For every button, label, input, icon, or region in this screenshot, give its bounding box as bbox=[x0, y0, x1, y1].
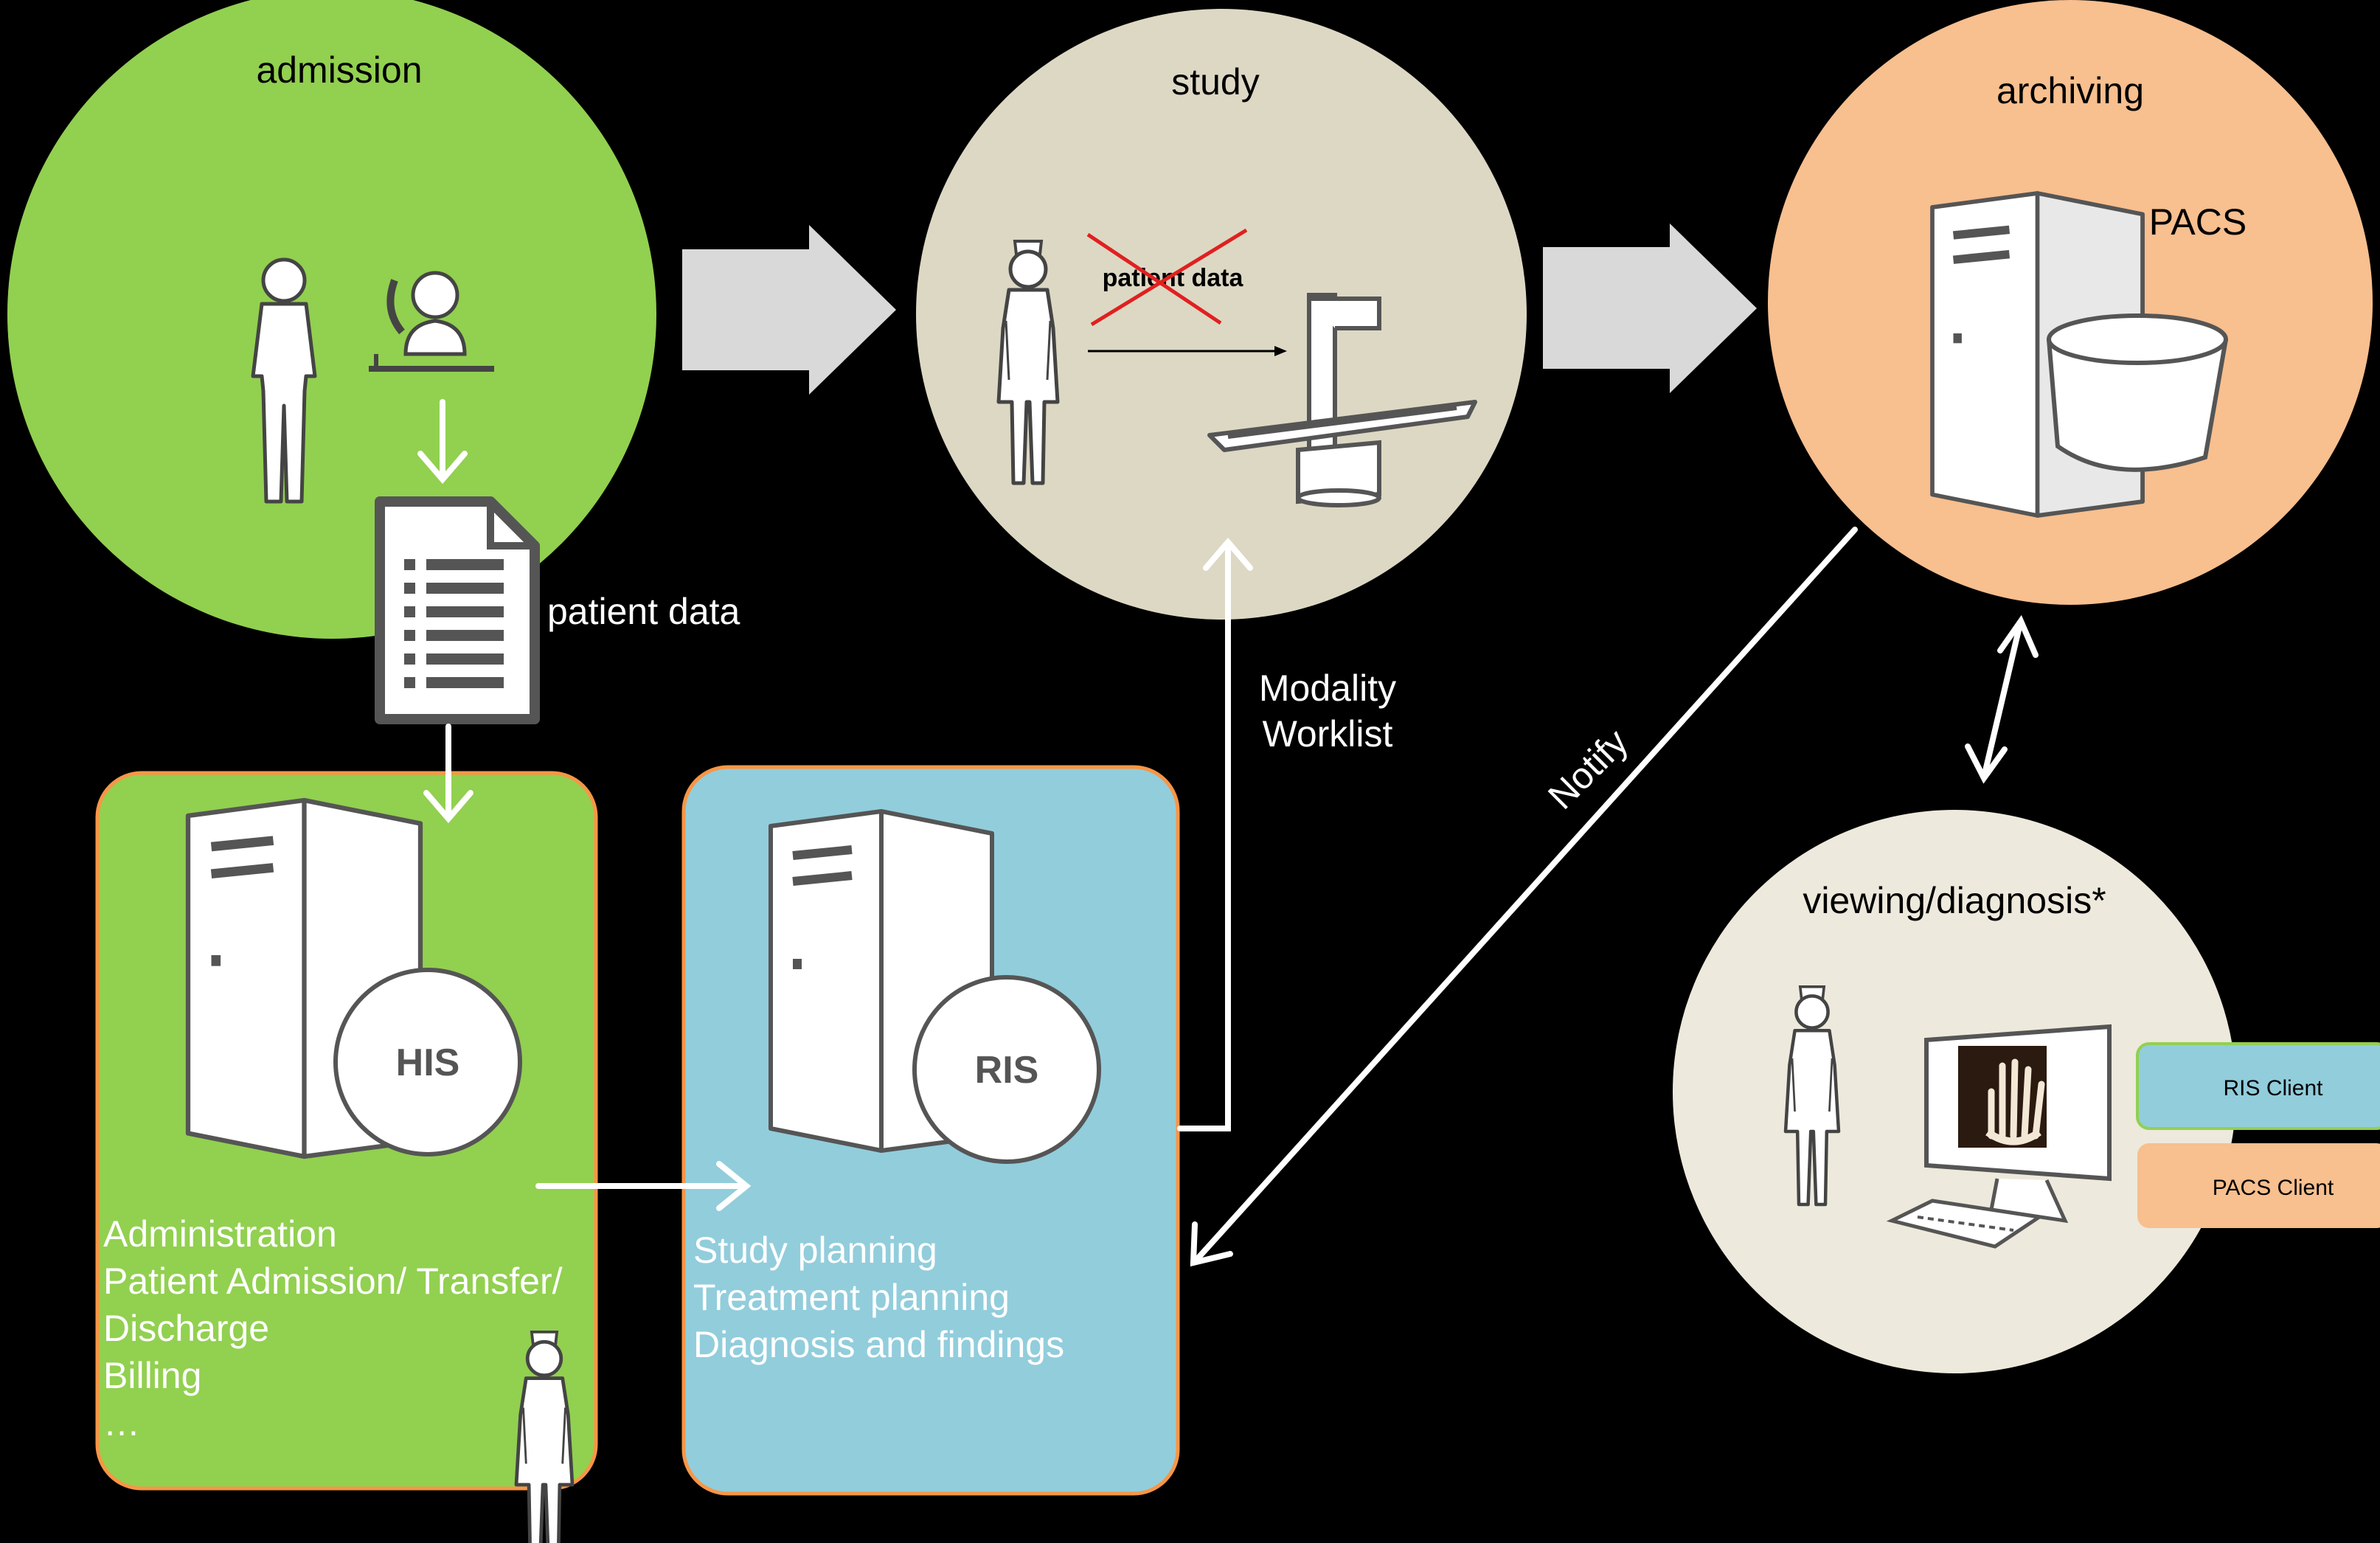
study-to-archiving-arrow bbox=[1543, 223, 1757, 393]
his-badge-label: HIS bbox=[396, 1041, 460, 1084]
cross-out-mark bbox=[1086, 228, 1248, 327]
archiving-viewing-arrow bbox=[1982, 624, 2022, 774]
arrow-head bbox=[716, 1161, 752, 1211]
ris-client-button[interactable]: RIS Client bbox=[2136, 1042, 2380, 1130]
receptionist-icon bbox=[369, 271, 494, 372]
arrow-head bbox=[423, 790, 473, 824]
arrow-head bbox=[1203, 537, 1253, 571]
modality-worklist-arrow bbox=[1177, 543, 1231, 1131]
xray-machine-icon bbox=[1207, 293, 1477, 507]
crossed-patient-data-label: patient data bbox=[1103, 264, 1244, 292]
his-line: … bbox=[103, 1402, 140, 1443]
arrow-head bbox=[417, 451, 468, 485]
ris-line: Diagnosis and findings bbox=[693, 1324, 1064, 1365]
modality-worklist-label: Modality bbox=[1259, 668, 1396, 709]
database-icon bbox=[2047, 313, 2228, 472]
arrow-head bbox=[1190, 1221, 1233, 1267]
ris-badge bbox=[912, 975, 1101, 1164]
study-label: study bbox=[1171, 61, 1260, 103]
his-line: Billing bbox=[103, 1355, 201, 1396]
ris-line: Study planning bbox=[693, 1230, 937, 1271]
his-line: Administration bbox=[103, 1213, 337, 1255]
admission-label: admission bbox=[256, 49, 422, 91]
connectors bbox=[417, 399, 2039, 1267]
transfer-arrow bbox=[1088, 346, 1287, 356]
archiving-label: archiving bbox=[1996, 70, 2144, 111]
arrow-head bbox=[1997, 614, 2039, 658]
pacs-client-label: PACS Client bbox=[2213, 1176, 2334, 1200]
admission-circle bbox=[7, 0, 656, 639]
his-line: Patient Admission/ Transfer/ bbox=[103, 1261, 563, 1302]
notify-label: Notify bbox=[1540, 721, 1636, 817]
admission-node: admission bbox=[7, 0, 656, 639]
his-badge bbox=[333, 968, 522, 1157]
arrow-head bbox=[1965, 743, 2008, 784]
pacs-client-button[interactable]: PACS Client bbox=[2137, 1143, 2380, 1228]
ris-badge-label: RIS bbox=[975, 1049, 1039, 1092]
admission-to-study-arrow bbox=[682, 225, 896, 395]
archiving-node: archiving PACS bbox=[1768, 0, 2373, 605]
document-icon bbox=[375, 496, 540, 724]
his-line: Discharge bbox=[103, 1308, 269, 1349]
pacs-label: PACS bbox=[2149, 201, 2247, 243]
ris-client-label: RIS Client bbox=[2223, 1076, 2323, 1100]
study-node: study patient data bbox=[916, 9, 1527, 620]
viewing-label: viewing/diagnosis* bbox=[1803, 880, 2106, 921]
modality-worklist-label: Worklist bbox=[1263, 713, 1393, 755]
keyboard-icon bbox=[1886, 1199, 2044, 1249]
ris-line: Treatment planning bbox=[693, 1277, 1010, 1318]
patient-data-label: patient data bbox=[547, 591, 740, 632]
notify-arrow bbox=[1196, 527, 1858, 1261]
ris-panel: RIS Study planning Treatment planning Di… bbox=[681, 765, 1180, 1496]
his-panel: HIS Administration Patient Admission/ Tr… bbox=[95, 771, 598, 1543]
viewing-node: viewing/diagnosis* bbox=[1673, 810, 2236, 1373]
